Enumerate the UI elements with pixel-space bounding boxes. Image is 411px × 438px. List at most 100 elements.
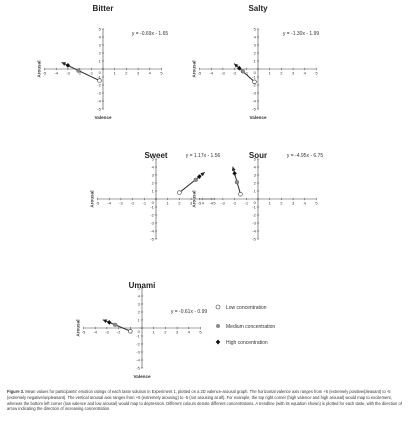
legend-label: High concentration: [226, 340, 268, 346]
x-tick-label: 2: [178, 201, 181, 206]
origin-tick-label: 0: [138, 329, 141, 334]
trendline-equation: y = 1.17x - 1.56: [186, 153, 221, 159]
x-tick-label: 5: [199, 330, 202, 335]
x-tick-label: -1: [90, 71, 94, 76]
x-tick-label: -2: [131, 201, 135, 206]
y-tick-label: -1: [136, 333, 140, 338]
direction-arrow-head: [61, 62, 67, 66]
trendline-equation: y = -0.69x - 1.65: [132, 31, 168, 37]
y-tick-label: -1: [252, 74, 256, 79]
x-tick-label: -2: [78, 71, 82, 76]
x-tick-label: -2: [233, 71, 237, 76]
y-tick-label: 4: [152, 164, 155, 169]
direction-arrow-head: [234, 63, 239, 68]
legend-marker-low: [215, 304, 221, 310]
x-tick-label: 4: [188, 330, 191, 335]
y-tick-label: 3: [99, 42, 102, 47]
y-tick-label: -2: [97, 82, 101, 87]
y-axis-label: Arousal: [192, 60, 197, 77]
point-high-concentration: [237, 65, 242, 71]
y-tick-label: -3: [252, 220, 256, 225]
y-tick-label: -5: [252, 236, 256, 241]
y-tick-label: -5: [252, 106, 256, 111]
x-tick-label: -4: [209, 201, 213, 206]
y-tick-label: 3: [254, 172, 257, 177]
x-tick-label: 3: [292, 71, 295, 76]
y-tick-label: 1: [254, 58, 257, 63]
x-tick-label: 3: [190, 201, 193, 206]
x-tick-label: 1: [167, 201, 170, 206]
x-tick-label: -5: [198, 201, 202, 206]
x-tick-label: 3: [176, 330, 179, 335]
chart-title: Salty: [248, 4, 268, 13]
y-tick-label: 1: [152, 188, 155, 193]
caption-text: Mean values for participants' emotion ra…: [7, 389, 402, 412]
y-tick-label: 4: [99, 34, 102, 39]
y-tick-label: 4: [254, 34, 257, 39]
y-tick-label: 5: [138, 285, 141, 290]
direction-arrow-head: [200, 172, 205, 177]
y-tick-label: -1: [97, 74, 101, 79]
x-tick-label: -5: [96, 201, 100, 206]
y-tick-label: 5: [254, 26, 257, 31]
y-tick-label: 1: [99, 58, 102, 63]
x-tick-label: 2: [280, 201, 283, 206]
x-tick-label: 4: [202, 201, 205, 206]
x-tick-label: -3: [221, 201, 225, 206]
x-tick-label: -5: [82, 330, 86, 335]
point-low-concentration: [177, 190, 182, 195]
x-axis-label: Valence: [133, 374, 151, 379]
x-tick-label: 5: [315, 201, 318, 206]
x-tick-label: 5: [315, 71, 318, 76]
y-tick-label: 5: [99, 26, 102, 31]
trendline-equation: y = -1.30x - 1.99: [283, 31, 319, 37]
y-tick-label: -2: [150, 212, 154, 217]
figure-caption: Figure 3. Mean values for participants' …: [7, 389, 405, 412]
x-tick-label: 4: [304, 71, 307, 76]
y-tick-label: 1: [138, 317, 141, 322]
x-tick-label: -2: [233, 201, 237, 206]
legend-label: Medium concentration: [226, 324, 275, 330]
y-tick-label: 2: [138, 309, 141, 314]
y-tick-label: -1: [150, 204, 154, 209]
x-tick-label: -3: [66, 71, 70, 76]
y-axis-label: Arousal: [90, 190, 95, 207]
y-tick-label: 3: [138, 301, 141, 306]
x-tick-label: -5: [198, 71, 202, 76]
x-tick-label: 3: [292, 201, 295, 206]
point-medium-concentration: [193, 177, 198, 182]
x-tick-label: 1: [153, 330, 156, 335]
point-low-concentration: [252, 79, 257, 85]
chart-title: Sweet: [144, 151, 167, 160]
point-high-concentration: [107, 320, 112, 325]
x-tick-label: -3: [105, 330, 109, 335]
x-tick-label: 1: [114, 71, 117, 76]
y-tick-label: -3: [97, 90, 101, 95]
x-tick-label: -4: [209, 71, 213, 76]
y-tick-label: -5: [97, 106, 101, 111]
chart-title: Bitter: [93, 4, 114, 13]
x-tick-label: -3: [119, 201, 123, 206]
x-axis-label: Valence: [249, 115, 267, 120]
x-tick-label: 1: [269, 201, 272, 206]
x-tick-label: -4: [93, 330, 97, 335]
point-low-concentration: [128, 329, 133, 334]
origin-tick-label: 0: [254, 70, 257, 75]
point-low-concentration: [238, 192, 243, 197]
y-tick-label: -2: [136, 341, 140, 346]
y-tick-label: 2: [254, 50, 257, 55]
y-tick-label: 2: [99, 50, 102, 55]
x-tick-label: -5: [43, 71, 47, 76]
x-tick-label: 4: [149, 71, 152, 76]
point-medium-concentration: [240, 69, 245, 74]
y-tick-label: -4: [97, 98, 101, 103]
chart-panel-umami: Umami-5-5-4-4-3-3-2-2-1-101122334455Arou…: [76, 281, 208, 379]
origin-tick-label: 0: [99, 70, 102, 75]
direction-arrow-head: [231, 166, 236, 172]
point-high-concentration: [197, 174, 202, 179]
